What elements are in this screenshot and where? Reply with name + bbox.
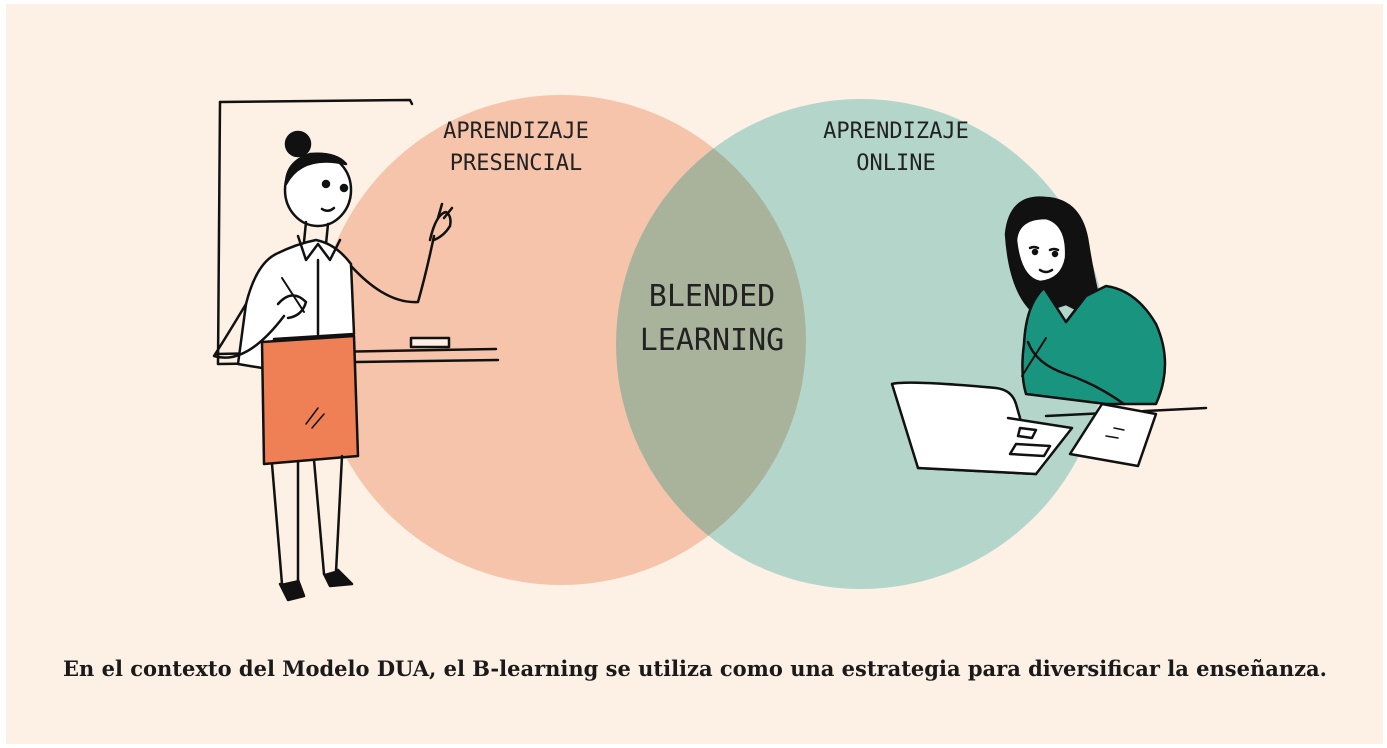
intersection-label-line1: BLENDED — [649, 279, 775, 314]
intersection-area — [616, 99, 806, 585]
intersection-label-line2: LEARNING — [640, 323, 785, 358]
figure-panel: APRENDIZAJE PRESENCIAL APRENDIZAJE ONLIN… — [6, 4, 1383, 744]
teacher-illustration — [212, 98, 500, 602]
right-circle-label-line2: ONLINE — [856, 151, 935, 176]
venn-diagram: APRENDIZAJE PRESENCIAL APRENDIZAJE ONLIN… — [212, 95, 1208, 602]
student-illustration — [890, 196, 1208, 476]
right-circle-label-line1: APRENDIZAJE — [823, 119, 969, 144]
left-circle-label-line2: PRESENCIAL — [450, 151, 582, 176]
caption-text: En el contexto del Modelo DUA, el B-lear… — [63, 656, 1327, 681]
left-circle-label-line1: APRENDIZAJE — [443, 119, 589, 144]
